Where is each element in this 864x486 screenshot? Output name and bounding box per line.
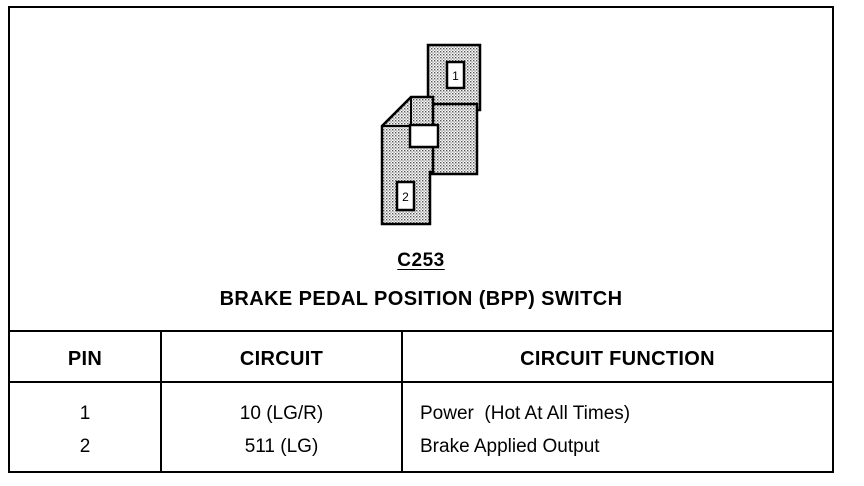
connector-title: BRAKE PEDAL POSITION (BPP) SWITCH — [219, 288, 623, 310]
column-divider — [401, 332, 403, 473]
pin-1-label: 1 — [452, 69, 459, 83]
column-divider — [160, 332, 162, 473]
pin-1-cavity — [445, 60, 466, 90]
row-2-pin: 2 — [79, 436, 91, 457]
row-1-circuit: 10 (LG/R) — [239, 403, 324, 424]
row-2-function: Brake Applied Output — [420, 436, 600, 457]
table-top-rule — [10, 330, 832, 332]
connector-face-illustration: 1 2 — [380, 43, 482, 226]
pin-2-cavity — [395, 180, 416, 212]
row-2-circuit: 511 (LG) — [244, 436, 319, 457]
pin-2-label: 2 — [402, 190, 409, 204]
header-circuit-function: CIRCUIT FUNCTION — [520, 348, 715, 370]
row-1-function: Power (Hot At All Times) — [420, 403, 631, 424]
row-1-pin: 1 — [79, 403, 91, 424]
table-header-rule — [10, 381, 832, 383]
header-pin: PIN — [67, 348, 103, 370]
header-circuit: CIRCUIT — [239, 348, 324, 370]
connector-diagram-frame: 1 2 C253 BRAKE PEDAL POSITION (BPP) SWIT… — [8, 6, 834, 473]
connector-id: C253 — [397, 250, 445, 271]
